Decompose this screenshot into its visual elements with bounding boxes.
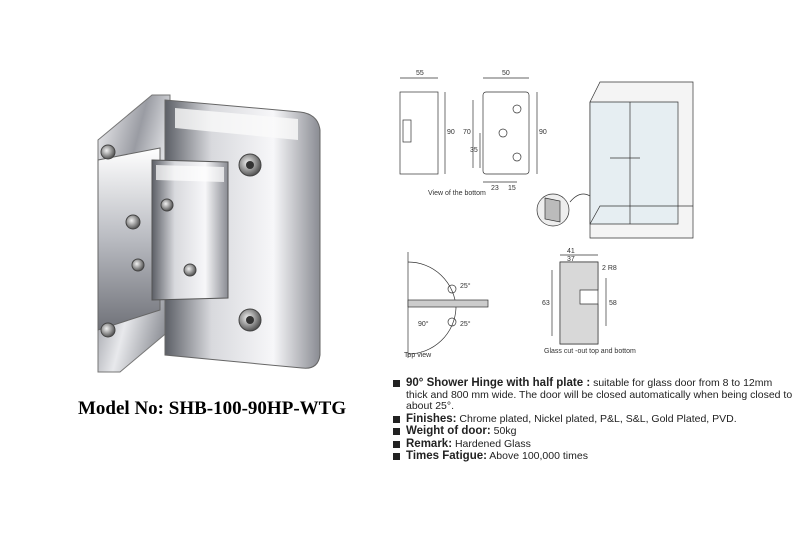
- dim-23: 23: [491, 185, 499, 192]
- model-number: Model No: SHB-100-90HP-WTG: [78, 398, 347, 419]
- technical-drawings: 55 50 90 90 70 35 23 15 41 37 2 R8 63 58…: [399, 70, 694, 358]
- spec-item: Times Fatigue: Above 100,000 times: [393, 450, 793, 463]
- spec-item: Weight of door: 50kg: [393, 425, 793, 438]
- angle-25-bottom: 25°: [460, 320, 471, 328]
- caption-bottom-view: View of the bottom: [428, 190, 486, 197]
- dim-35: 35: [470, 147, 478, 154]
- bullet-square: [393, 453, 400, 460]
- angle-90: 90°: [418, 320, 429, 328]
- bullet-square: [393, 380, 400, 387]
- dim-70: 70: [463, 129, 471, 136]
- dim-90-right: 90: [539, 129, 547, 136]
- dim-63: 63: [542, 300, 550, 307]
- angle-25-top: 25°: [460, 282, 471, 290]
- hinge-product-image: [97, 94, 321, 373]
- spec-item: Finishes: Chrome plated, Nickel plated, …: [393, 413, 793, 426]
- dim-2r8: 2 R8: [602, 265, 617, 272]
- bullet-square: [393, 428, 400, 435]
- bullet-square: [393, 415, 400, 423]
- spec-item: Remark: Hardened Glass: [393, 438, 793, 451]
- dim-37: 37: [567, 256, 575, 263]
- spec-list: 90° Shower Hinge with half plate : suita…: [393, 377, 793, 464]
- bullet-square: [393, 440, 400, 448]
- dim-55: 55: [416, 70, 424, 77]
- dim-15: 15: [508, 185, 516, 192]
- caption-glass-cutout: Glass cut -out top and bottom: [544, 348, 636, 355]
- caption-top-view: Top view: [404, 352, 432, 359]
- spec-item: 90° Shower Hinge with half plate : suita…: [393, 377, 793, 413]
- dim-58: 58: [609, 300, 617, 307]
- dim-50: 50: [502, 70, 510, 77]
- dim-90-left: 90: [447, 129, 455, 136]
- dim-41: 41: [567, 248, 575, 255]
